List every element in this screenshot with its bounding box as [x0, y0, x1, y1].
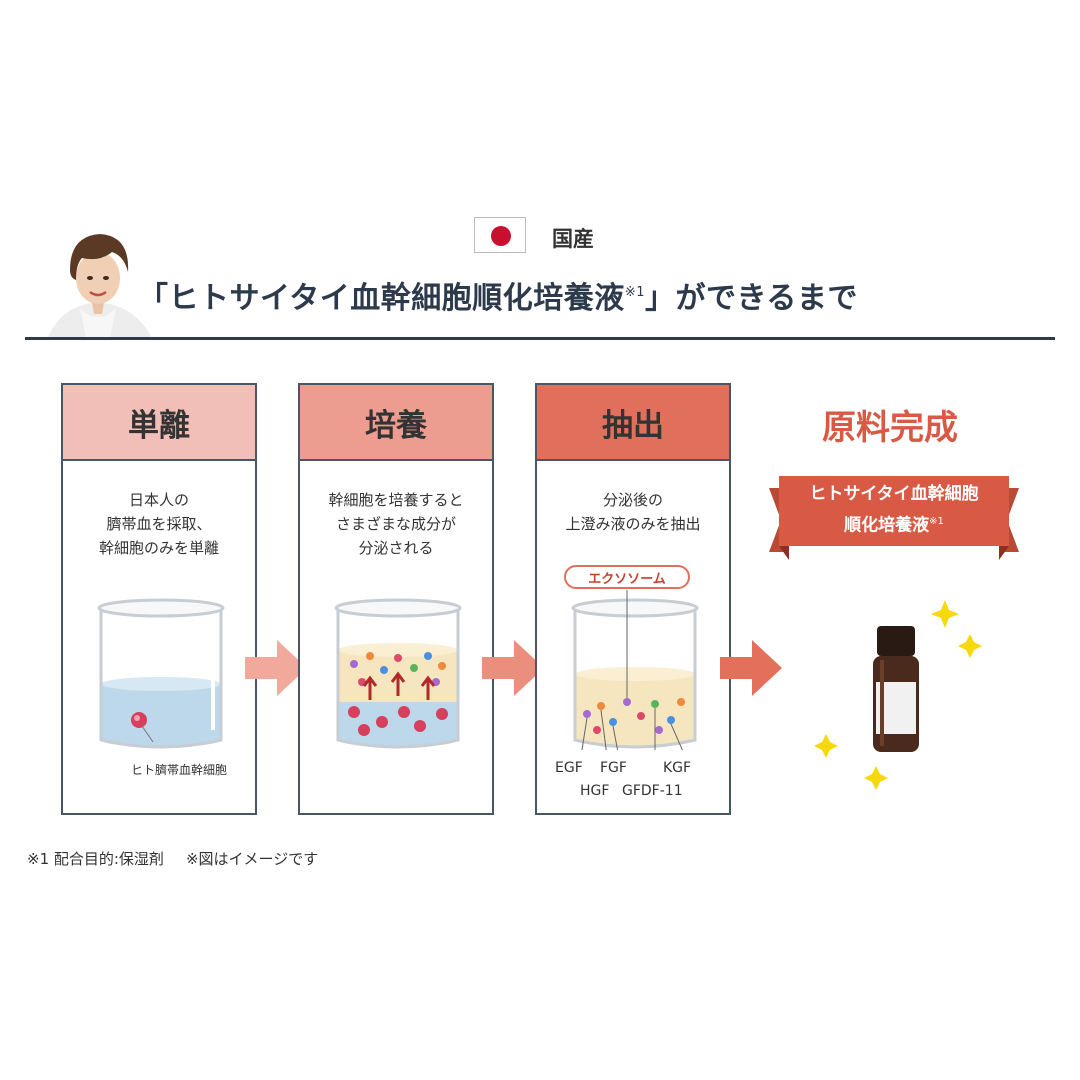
growth-factor-label: GFDF-11 — [622, 783, 683, 799]
growth-factor-label: EGF — [555, 760, 583, 776]
step-description: 幹細胞を培養すると さまざまな成分が 分泌される — [328, 491, 464, 557]
beaker-icon — [334, 598, 462, 749]
ribbon-text: ヒトサイタイ血幹細胞 順化培養液※1 — [809, 484, 979, 536]
page-title: 「ヒトサイタイ血幹細胞順化培養液※1」ができるまで — [138, 281, 858, 316]
step-heading: 単離 — [63, 385, 255, 461]
result-title: 原料完成 — [822, 408, 958, 448]
footnotes: ※1 配合目的:保湿剤 ※図はイメージです — [27, 848, 340, 869]
sparkle-icon — [814, 734, 838, 758]
spokesperson-portrait — [40, 222, 158, 338]
growth-factor-label: FGF — [600, 760, 627, 776]
stem-cell-annotation: ヒト臍帯血幹細胞 — [131, 763, 228, 777]
beaker-icon — [97, 598, 225, 749]
step-heading: 培養 — [300, 385, 492, 461]
serum-bottle-illustration — [814, 600, 982, 790]
sparkle-icon — [931, 600, 959, 628]
step-culture-card: 培養 幹細胞を培養すると さまざまな成分が 分泌される — [298, 383, 494, 815]
sparkle-icon — [958, 634, 982, 658]
growth-factor-label: KGF — [663, 760, 692, 776]
step-description: 分泌後の 上澄み液のみを抽出 — [565, 491, 701, 533]
exosome-badge: エクソソーム — [564, 565, 690, 589]
footnote-purpose: ※1 配合目的:保湿剤 — [27, 850, 164, 868]
arrow-right-icon — [245, 640, 307, 696]
growth-factor-label: HGF — [580, 783, 610, 799]
step-heading: 抽出 — [537, 385, 729, 461]
sparkle-icon — [864, 766, 888, 790]
arrow-right-icon — [720, 640, 782, 696]
arrow-right-icon — [482, 640, 544, 696]
beaker-icon — [571, 590, 699, 750]
title-divider — [25, 337, 1055, 340]
japan-flag-icon — [474, 217, 526, 253]
ribbon-banner — [769, 476, 1019, 560]
footnote-image-note: ※図はイメージです — [185, 850, 319, 868]
step-description: 日本人の 臍帯血を採取、 幹細胞のみを単離 — [98, 491, 219, 557]
step-isolation-card: 単離 日本人の 臍帯血を採取、 幹細胞のみを単離 ヒト臍帯血幹細胞 — [61, 383, 257, 815]
origin-label: 国産 — [552, 227, 594, 251]
step-extraction-card: 抽出 分泌後の 上澄み液のみを抽出 — [535, 383, 731, 815]
